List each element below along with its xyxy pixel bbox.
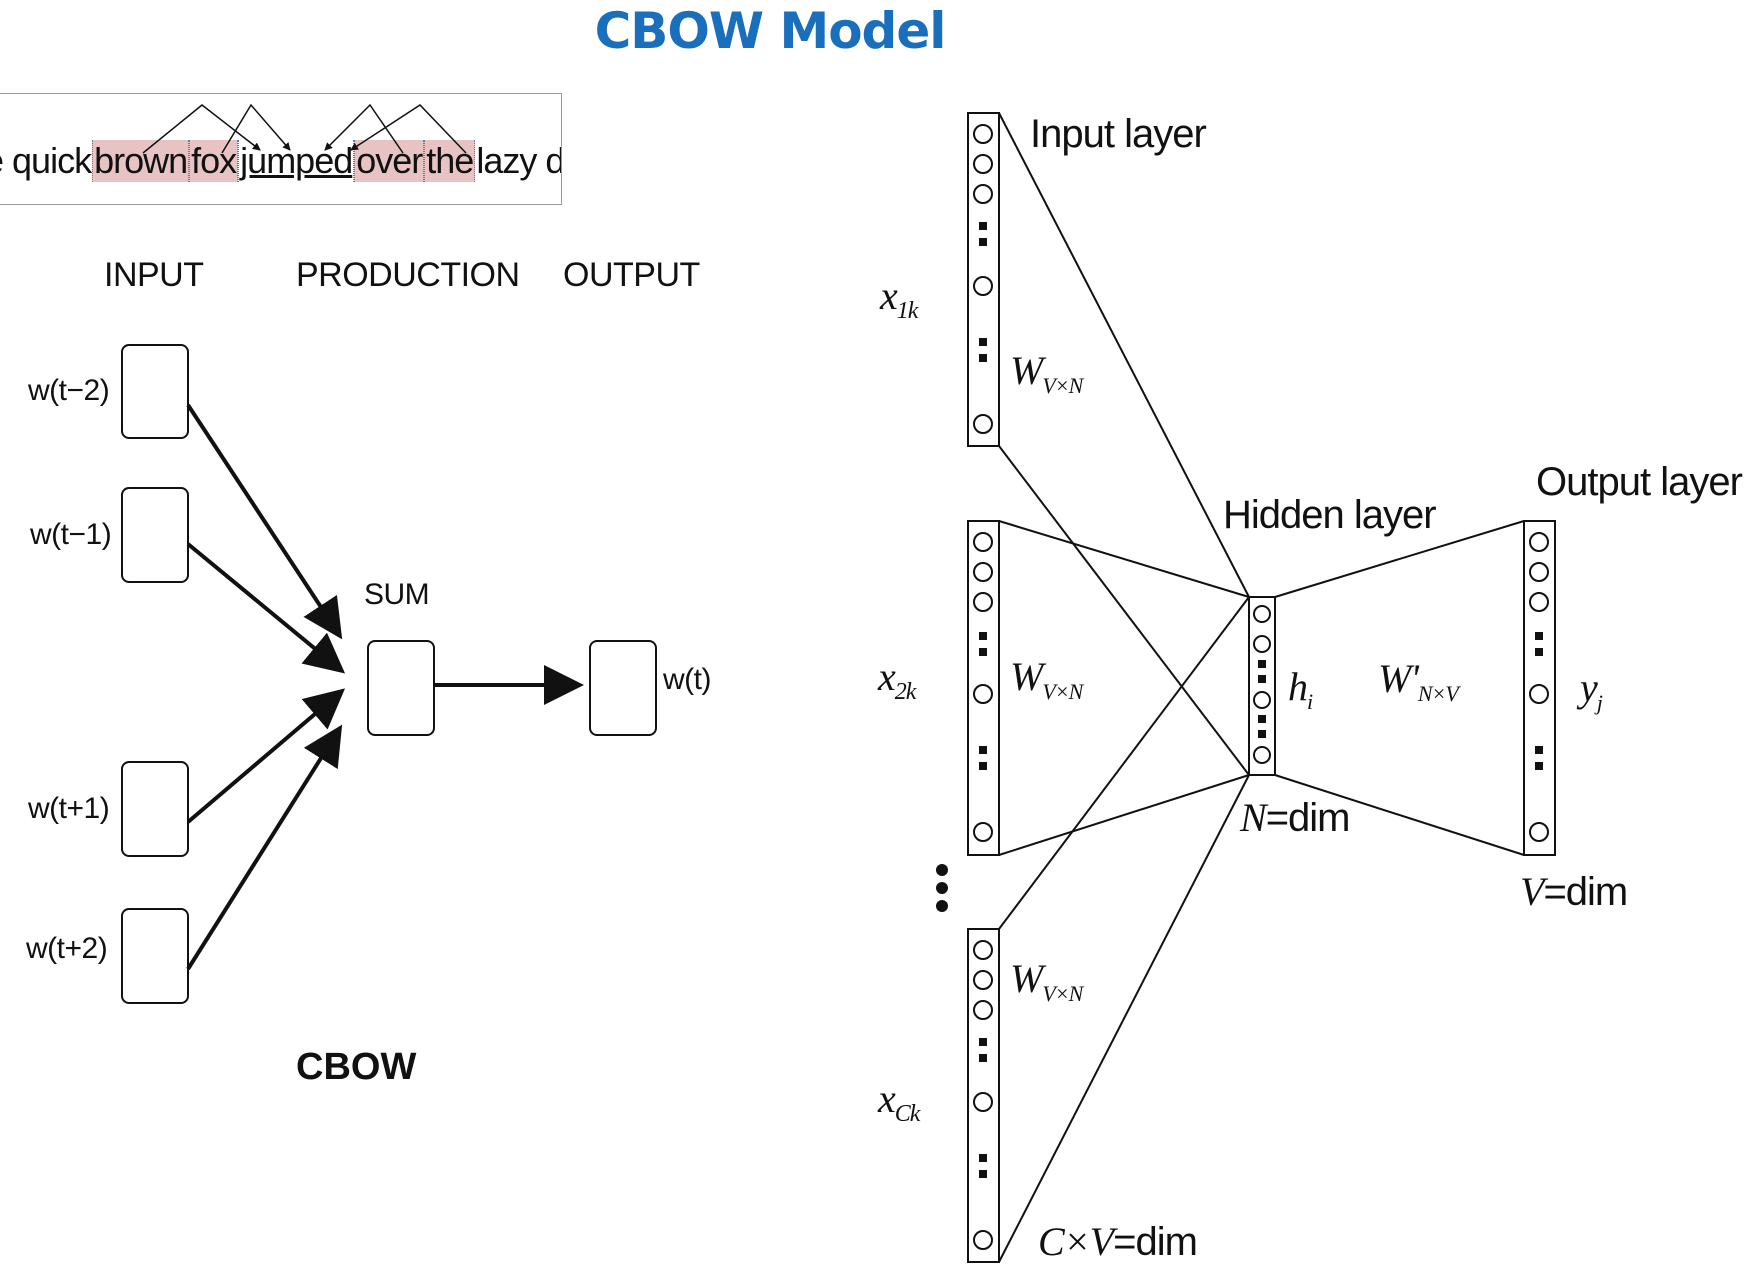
v-dim-rest: =dim	[1543, 870, 1628, 914]
arc-brown	[142, 104, 261, 154]
xck-sub: Ck	[894, 1101, 921, 1127]
w-out-main: W'	[1378, 656, 1419, 701]
w-in-main: W	[1010, 654, 1043, 699]
x2k-label: x2k	[878, 653, 917, 706]
w-in-sub: V×N	[1042, 373, 1083, 398]
hidden-column	[1248, 596, 1276, 776]
cv-dim-label: C×V=dim	[1038, 1218, 1198, 1265]
xck-main: x	[878, 1076, 896, 1121]
h-main: h	[1288, 664, 1308, 709]
input-column-2	[967, 520, 1000, 856]
sum-label: SUM	[364, 578, 430, 611]
input-box-t+2	[121, 908, 189, 1004]
x1k-label: x1k	[880, 272, 919, 325]
cbow-caption: CBOW	[296, 1046, 417, 1088]
arc-fox	[221, 103, 291, 154]
conn	[998, 112, 1250, 598]
context-word: brown	[92, 140, 190, 182]
left-arrows	[186, 403, 584, 971]
w-in-label-1: WV×N	[1010, 347, 1083, 399]
input-label-t+1: w(t+1)	[28, 792, 110, 825]
sentence-word: lazy dog	[476, 140, 561, 181]
left-diagram	[121, 344, 657, 1004]
h-label: hi	[1288, 663, 1313, 715]
cv-dim-rest: =dim	[1113, 1220, 1198, 1264]
conn	[998, 774, 1250, 856]
conn	[998, 774, 1250, 1263]
input-column-1	[967, 112, 1000, 447]
cv-dim-var: C×V	[1038, 1219, 1114, 1264]
w-in-main: W	[1010, 348, 1043, 393]
n-dim-var: N	[1240, 795, 1267, 840]
conn	[998, 445, 1250, 776]
w-out-label: W'N×V	[1378, 655, 1459, 707]
x2k-main: x	[878, 654, 896, 699]
conn	[1274, 774, 1525, 856]
input-box-t-2	[121, 344, 189, 439]
output-word-label: w(t)	[663, 663, 711, 696]
w-in-sub: V×N	[1042, 981, 1083, 1006]
h-sub: i	[1307, 689, 1313, 714]
input-label-t-2: w(t−2)	[28, 374, 110, 407]
w-out-sub: N×V	[1417, 681, 1459, 706]
input-box-t-1	[121, 487, 189, 583]
arrow-t+1	[186, 688, 346, 824]
w-in-label-2: WV×N	[1010, 653, 1083, 705]
sum-box	[367, 640, 435, 736]
output-column	[1523, 520, 1556, 856]
xck-label: xCk	[878, 1075, 921, 1128]
context-word: fox	[189, 140, 239, 182]
w-in-label-3: WV×N	[1010, 955, 1083, 1007]
arrow-t+2	[186, 724, 343, 971]
conn	[998, 520, 1250, 598]
output-box	[589, 640, 657, 736]
arrow-t-1	[186, 542, 346, 674]
x1k-sub: 1k	[896, 298, 919, 324]
ellipsis-icon	[936, 864, 948, 912]
hidden-layer-label: Hidden layer	[1223, 493, 1437, 537]
output-header: OUTPUT	[563, 256, 700, 294]
input-column-c	[967, 928, 1000, 1263]
context-word: the	[424, 140, 476, 182]
input-layer-label: Input layer	[1030, 112, 1207, 156]
w-in-main: W	[1010, 956, 1043, 1001]
y-sub: j	[1596, 690, 1603, 715]
n-dim-rest: =dim	[1265, 796, 1351, 840]
x1k-main: x	[880, 273, 898, 318]
x2k-sub: 2k	[894, 679, 917, 705]
conn	[1274, 520, 1525, 598]
v-dim-label: V=dim	[1520, 868, 1628, 915]
input-box-t+1	[121, 761, 189, 857]
w-in-sub: V×N	[1042, 679, 1083, 704]
input-header: INPUT	[104, 256, 204, 294]
input-label-t+2: w(t+2)	[26, 932, 108, 965]
conn	[998, 596, 1250, 930]
production-header: PRODUCTION	[296, 256, 520, 294]
output-layer-label: Output layer	[1536, 460, 1743, 504]
v-dim-var: V	[1520, 869, 1544, 914]
sentence-word: e quick	[0, 140, 92, 181]
arc-over	[324, 103, 404, 154]
y-label: yj	[1580, 664, 1603, 716]
context-arcs	[142, 103, 467, 154]
n-dim-label: N=dim	[1240, 794, 1350, 841]
context-word: over	[354, 140, 425, 182]
arrow-t-2	[186, 403, 343, 640]
right-connections	[998, 112, 1525, 1263]
arc-the	[350, 104, 467, 154]
y-main: y	[1580, 665, 1598, 710]
input-label-t-1: w(t−1)	[30, 518, 112, 551]
page-title: CBOW Model	[594, 2, 947, 60]
